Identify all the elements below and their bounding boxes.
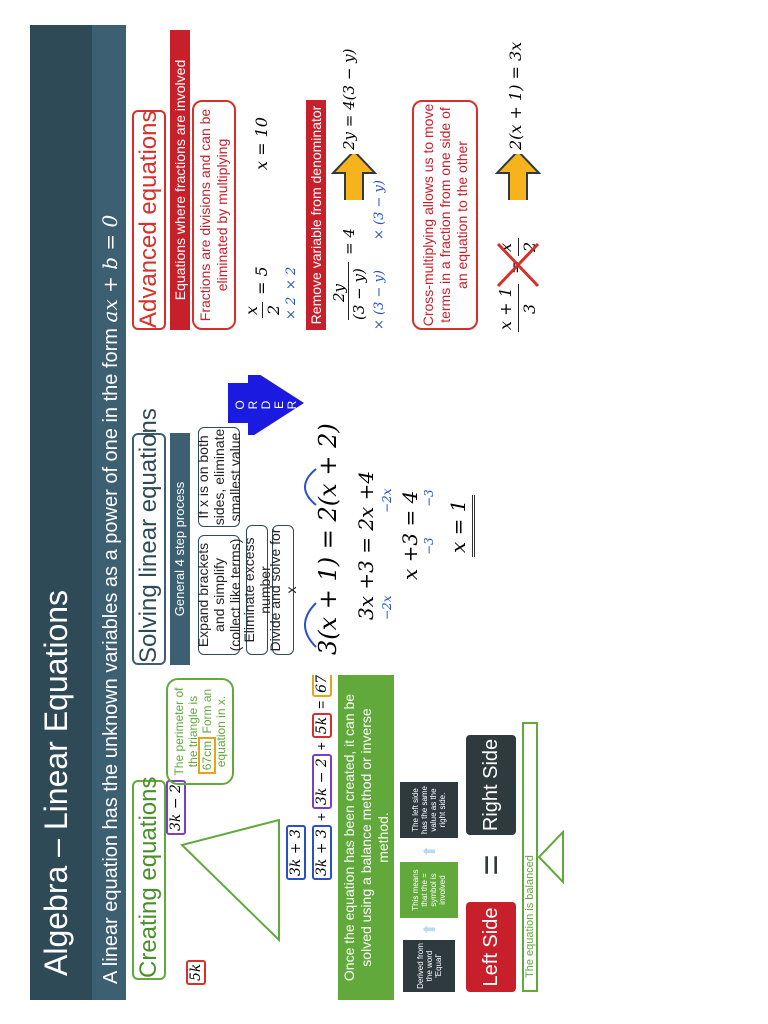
- formed-equation: 3k + 3 + 3k − 2 + 5k = 67: [312, 671, 332, 880]
- frac-den: 2: [264, 304, 283, 315]
- leftside-box: The left side has the same value as the …: [400, 782, 458, 838]
- rv-times-left: × (3 − y): [372, 270, 387, 330]
- advanced-heading: Advanced equations: [132, 110, 166, 330]
- worked-minus-3-right: −3: [422, 489, 436, 507]
- expand-arcs-icon: [304, 468, 317, 648]
- eq-term-1: 3k + 3: [312, 825, 332, 880]
- worked-minus-2x-right: −2x: [380, 488, 394, 513]
- worked-minus-3-left: −3: [422, 537, 436, 555]
- title-bar: Algebra – Linear Equations: [30, 25, 92, 1000]
- answer-underline: [472, 495, 475, 557]
- subtitle-text: A linear equation has the unknown variab…: [100, 328, 122, 984]
- rv-result: 2y = 4(3 − y): [340, 48, 358, 151]
- solving-heading: Solving linear equations: [132, 408, 166, 665]
- cross-lines-icon: [496, 242, 540, 288]
- frac-bar: [262, 302, 263, 318]
- eq-plus-1: +: [313, 812, 329, 822]
- eq-term-2: 3k − 2: [312, 754, 332, 810]
- order-letters: O R D E R: [233, 390, 299, 420]
- eq-term-3: 5k: [312, 712, 332, 739]
- page-title: Algebra – Linear Equations: [38, 589, 74, 976]
- process-label: General 4 step process: [170, 433, 190, 665]
- arrow-up-icon: ⬆: [422, 922, 439, 936]
- side-label-3k-minus-2: 3k − 2: [166, 780, 186, 835]
- advanced-panel: Advanced equations Equations where fract…: [126, 25, 564, 350]
- worked-line-2: 3x +3 = 2x +4: [354, 470, 378, 620]
- rv-rhs: = 4: [340, 228, 358, 255]
- means-box: This means that the = symbol is involved: [400, 862, 458, 918]
- creating-panel: Creating equations 5k 3k − 2 3k + 3 The …: [126, 671, 564, 1000]
- subtitle-formula: ax + b = 0: [98, 214, 122, 323]
- step-4: Divide and solve for x: [267, 525, 299, 655]
- worked-line-4: x = 1: [446, 499, 470, 553]
- fractions-note: Fractions are divisions and can be elimi…: [192, 100, 236, 330]
- cm-left-den: 3: [520, 303, 539, 314]
- step-1: Expand brackets and simplify (collect li…: [195, 535, 243, 655]
- poster-canvas: Algebra – Linear Equations A linear equa…: [30, 25, 564, 1000]
- remove-variable-label: Remove variable from denominator: [306, 100, 326, 330]
- advanced-subheading: Equations where fractions are involved: [170, 30, 190, 330]
- frac-rhs: = 5: [252, 266, 271, 295]
- order-arrow-icon: [228, 375, 304, 435]
- once-created-box: Once the equation has been created, it c…: [338, 675, 394, 1000]
- balanced-text: The equation is balanced: [524, 855, 536, 978]
- frac-num: x: [242, 305, 261, 315]
- page-subtitle: A linear equation has the unknown variab…: [98, 215, 123, 984]
- derived-box: Derived from the word 'Equal': [403, 940, 455, 992]
- side-label-5k: 5k: [186, 959, 206, 985]
- perimeter-text: The perimeter of the triangle is: [172, 687, 200, 776]
- orange-arrow-icon: [330, 154, 378, 200]
- cm-result: 2(x + 1) = 3x: [506, 41, 525, 150]
- cm-left-bar: [518, 284, 519, 332]
- frac-times-right: × 2: [284, 266, 299, 290]
- perimeter-question: The perimeter of the triangle is 67cm Fo…: [166, 678, 234, 785]
- rv-num: 2y: [330, 283, 348, 302]
- side-label-3k-plus-3: 3k + 3: [286, 825, 306, 880]
- rv-den: (3 − y): [350, 268, 368, 320]
- frac-times-left: × 2: [284, 296, 299, 320]
- balance-fulcrum: [538, 830, 564, 884]
- creating-heading: Creating equations: [132, 777, 166, 980]
- solving-panel: Solving linear equations General 4 step …: [126, 350, 564, 675]
- left-side-label: Left Side: [466, 902, 516, 992]
- worked-line-3: x +3 = 4: [398, 490, 422, 580]
- step-2: If x is on both sides, eliminate smalles…: [195, 427, 243, 527]
- cross-multiply-note: Cross-multiplying allows us to move term…: [412, 100, 478, 330]
- cm-left-num: x + 1: [496, 287, 515, 330]
- triangle-diagram: [180, 818, 280, 943]
- rv-bar: [348, 262, 349, 320]
- frac-result: x = 10: [252, 117, 271, 170]
- arrow-up-icon-2: ⬆: [422, 844, 439, 858]
- worked-minus-2x-left: −2x: [380, 595, 394, 620]
- right-side-label: Right Side: [466, 735, 516, 835]
- subtitle-bar: A linear equation has the unknown variab…: [92, 25, 126, 1000]
- worked-line-1: 3(x + 1) = 2(x + 2): [314, 423, 342, 655]
- orange-arrow-icon-2: [494, 154, 542, 200]
- eq-equals: =: [313, 700, 329, 709]
- equals-sign: =: [470, 854, 511, 876]
- poster: Algebra – Linear Equations A linear equa…: [30, 25, 564, 1000]
- eq-plus-2: +: [313, 742, 329, 751]
- step-3: Eliminate excess number: [241, 525, 273, 655]
- order-letter-r2: R: [285, 400, 299, 410]
- balance-beam: The equation is balanced: [522, 722, 538, 992]
